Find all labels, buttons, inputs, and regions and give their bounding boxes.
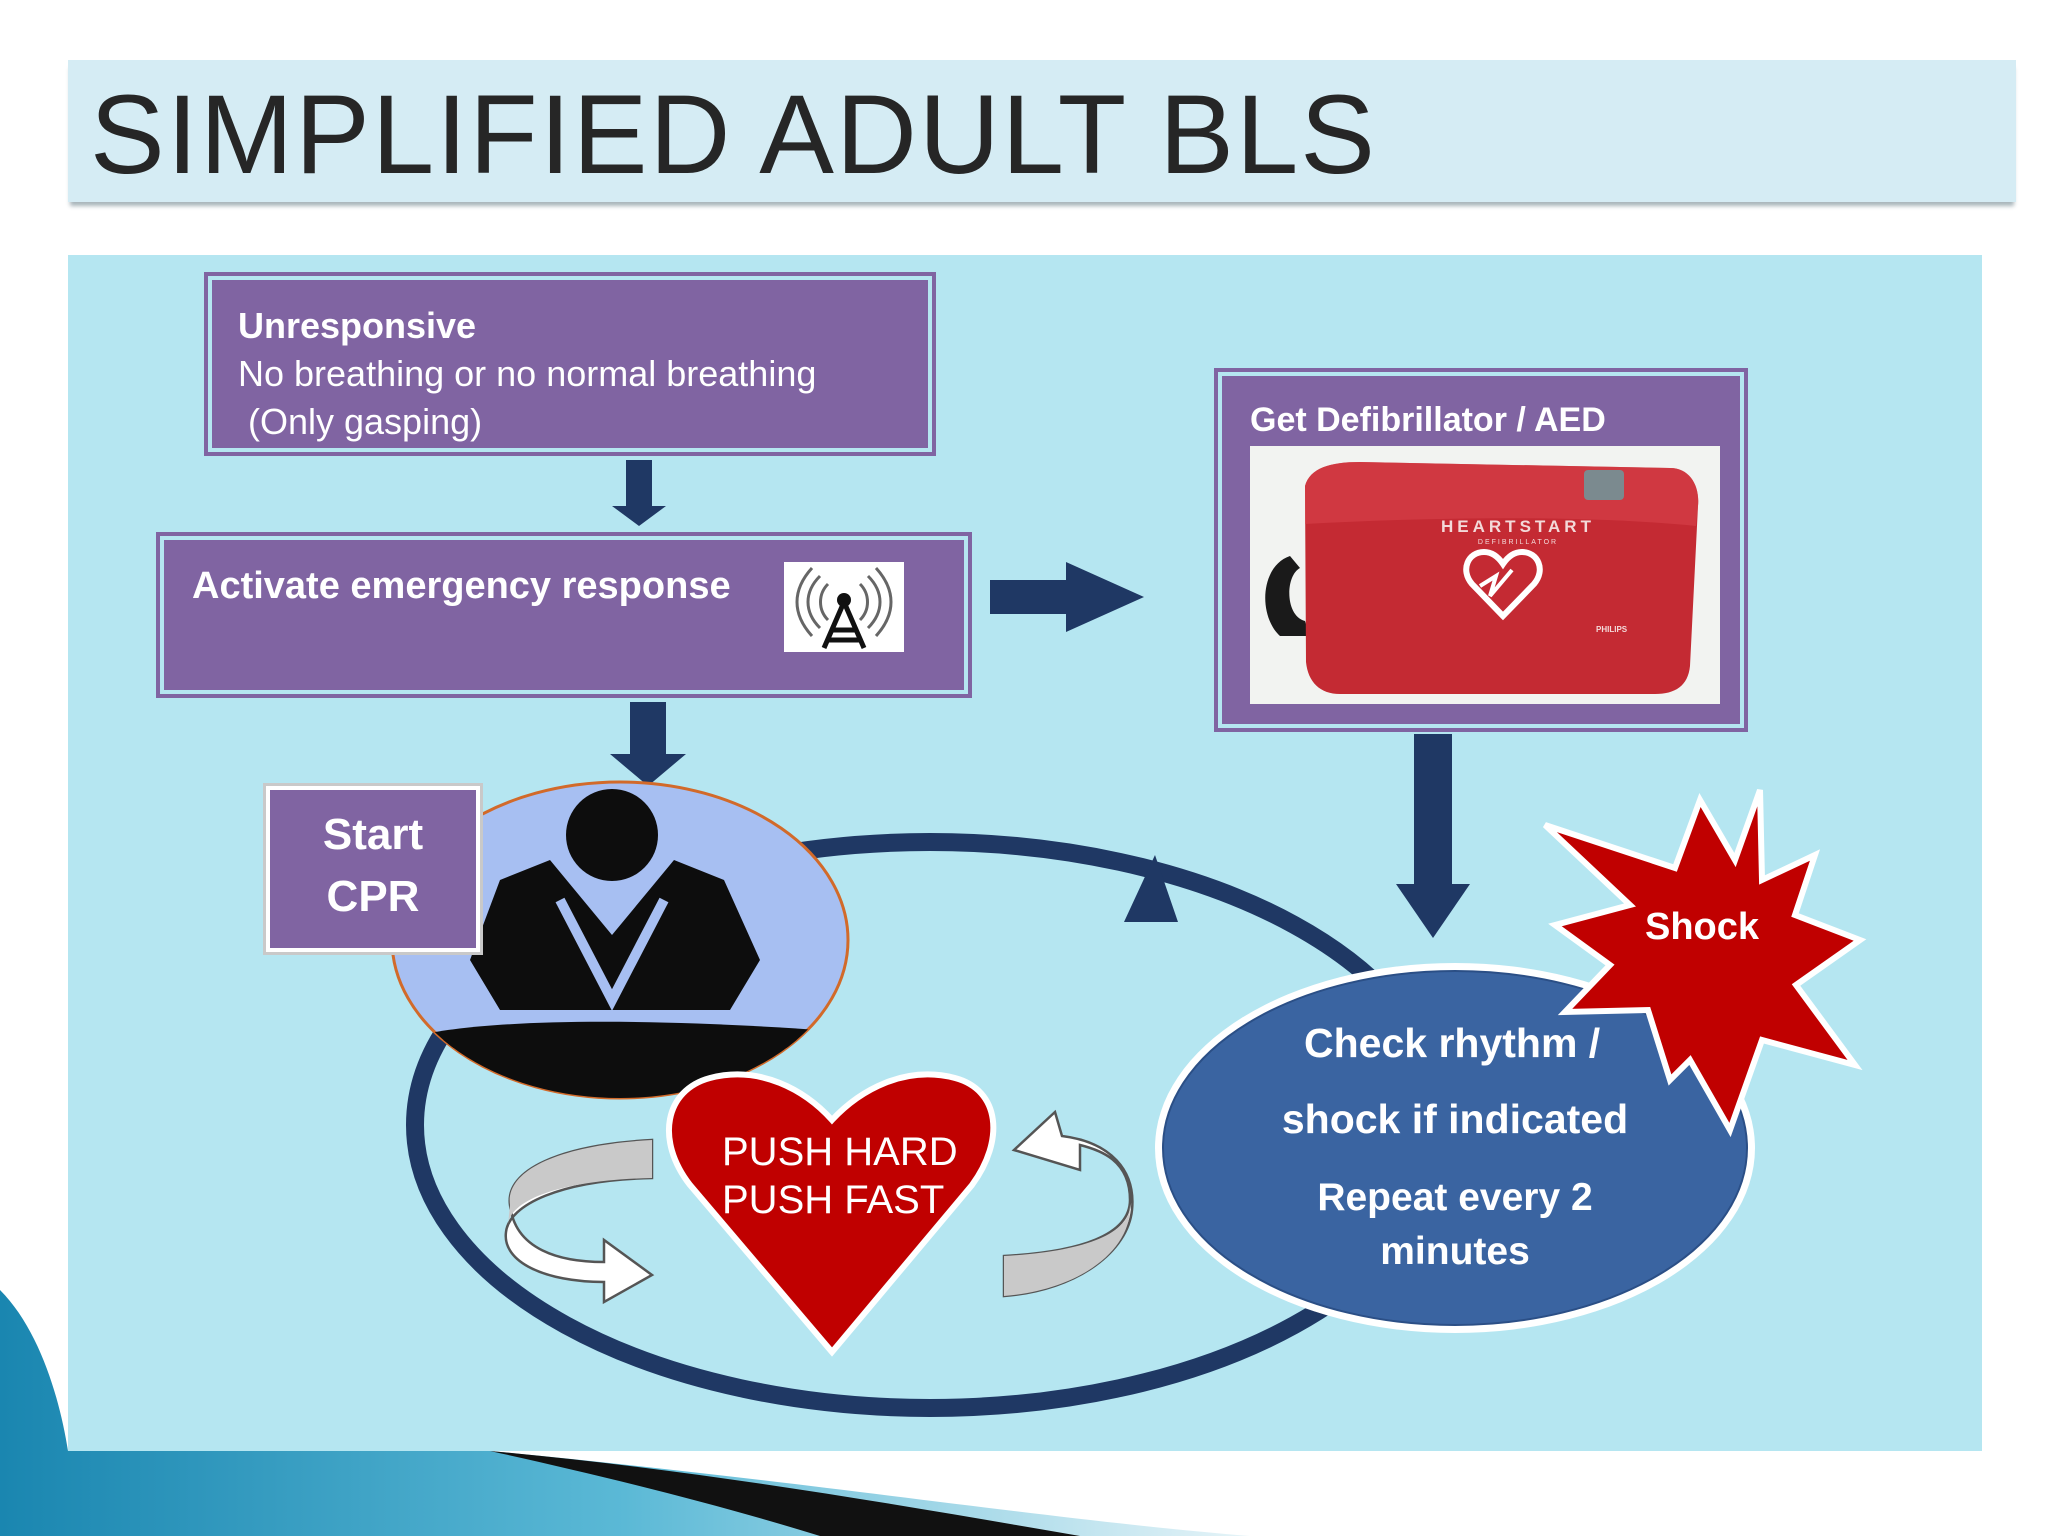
check-rhythm-oval: [1162, 970, 1748, 1326]
unresponsive-heading: Unresponsive: [238, 305, 477, 346]
aed-sub-text: DEFIBRILLATOR: [1478, 539, 1558, 546]
unresponsive-line1: No breathing or no normal breathing: [238, 353, 817, 394]
heart-line1: PUSH HARD: [722, 1130, 958, 1174]
start-cpr-line1: Start: [322, 810, 424, 859]
activate-emergency-label: Activate emergency response: [192, 565, 731, 607]
cpr-person-icon: [390, 780, 850, 1100]
aed-device-image: HEARTSTART DEFIBRILLATOR PHILIPS: [1250, 446, 1720, 704]
shock-label: Shock: [1645, 906, 1760, 948]
check-line1: Check rhythm /: [1304, 1020, 1601, 1066]
check-line4: minutes: [1380, 1230, 1530, 1273]
title-bar: SIMPLIFIED ADULT BLS: [68, 60, 2016, 202]
heart-line2: PUSH FAST: [722, 1178, 945, 1222]
activate-emergency-box: Activate emergency response: [156, 532, 972, 698]
unresponsive-line2: (Only gasping): [238, 401, 483, 442]
cycle-arrow-icon: [1002, 1109, 1134, 1298]
aed-maker-text: PHILIPS: [1596, 625, 1628, 634]
slide-title: SIMPLIFIED ADULT BLS: [90, 72, 1377, 197]
unresponsive-box: Unresponsive No breathing or no normal b…: [204, 272, 936, 456]
aed-brand-text: HEARTSTART: [1441, 517, 1595, 536]
check-line2: shock if indicated: [1281, 1096, 1629, 1142]
cycle-arrow-icon: [504, 1138, 655, 1305]
radio-tower-icon: [784, 562, 904, 652]
get-defibrillator-label: Get Defibrillator / AED: [1250, 401, 1606, 439]
shock-starburst: [1542, 788, 1867, 1138]
start-cpr-line2: CPR: [326, 872, 420, 921]
heart-shape: [666, 1071, 997, 1357]
arrow-down-1: [612, 460, 666, 526]
arrow-down-2: [610, 702, 686, 786]
start-cpr-box: Start CPR: [263, 783, 483, 955]
check-line3: Repeat every 2: [1317, 1176, 1593, 1219]
arrow-right: [990, 562, 1144, 632]
arrow-down-3: [1396, 734, 1470, 938]
cycle-direction-arrowhead: [1124, 855, 1178, 922]
